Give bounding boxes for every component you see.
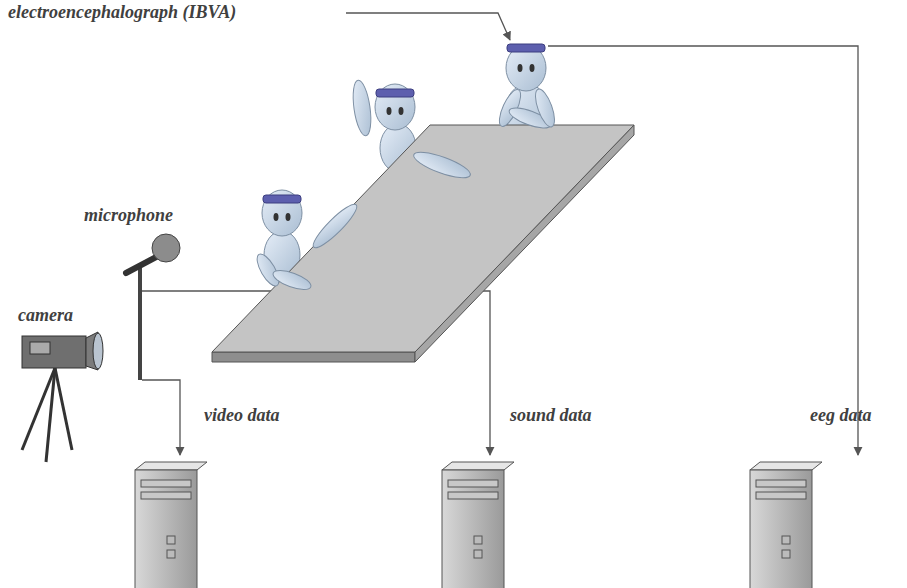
eeg-wire	[548, 46, 858, 455]
caption-label: sound data	[510, 406, 592, 426]
eeg-headbands	[263, 44, 545, 203]
camera-symbol	[22, 332, 103, 462]
wires	[142, 13, 858, 455]
video-wire	[142, 380, 180, 455]
microphone-symbol	[126, 234, 180, 380]
table	[212, 125, 634, 362]
caption-label: video data	[204, 406, 279, 426]
caption-label: camera	[18, 306, 73, 326]
caption-label: eeg data	[810, 406, 871, 426]
caption-label: microphone	[84, 206, 173, 226]
person-parts	[253, 45, 558, 293]
computers	[135, 462, 822, 588]
caption-label: electroencephalograph (IBVA)	[8, 3, 236, 23]
eyes	[274, 64, 535, 221]
leader-line	[346, 13, 510, 40]
